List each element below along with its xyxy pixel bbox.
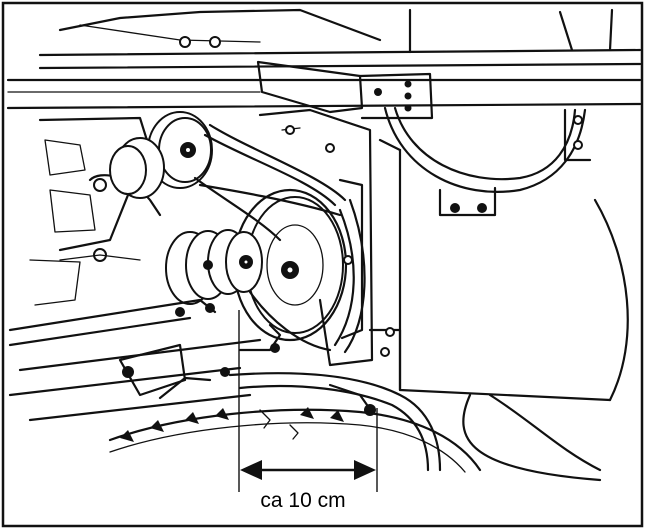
tire-tread: [108, 407, 482, 473]
arrow-left-icon: [240, 460, 262, 480]
measurement-label: ca 10 cm: [260, 489, 346, 512]
small-pulleys: [165, 229, 263, 305]
upper-pulley: [109, 111, 213, 199]
rail-bracket: [256, 60, 434, 120]
measurement-guides: [238, 310, 378, 492]
chassis-rails: [6, 8, 642, 110]
tensioner-bracket: [258, 108, 402, 392]
drive-belts: [193, 123, 366, 354]
arrow-right-icon: [354, 460, 376, 480]
linkage-rods: [8, 298, 442, 472]
